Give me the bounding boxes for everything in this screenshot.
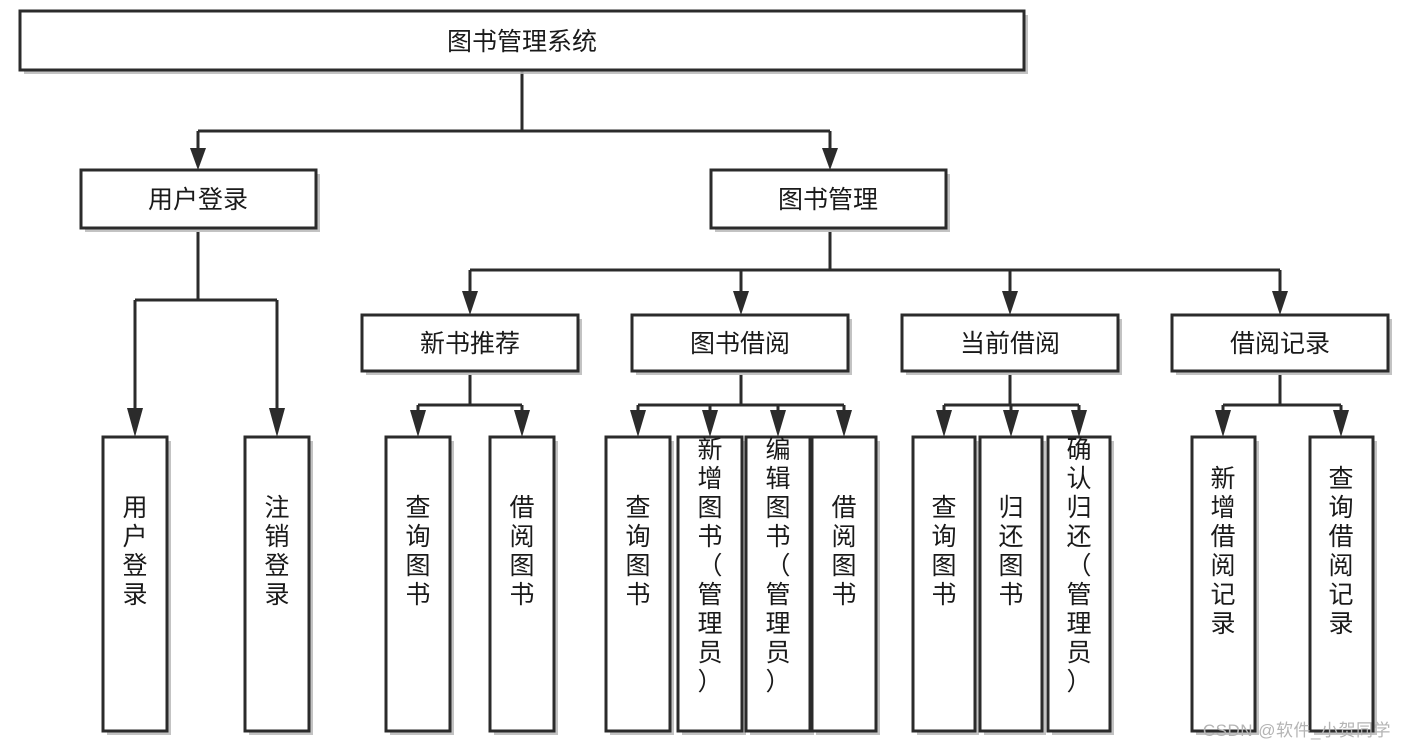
leaf-cur-query-box — [911, 435, 977, 733]
leaf-cur-query-label: 查询图书 — [931, 494, 956, 609]
new-book-rec-box — [360, 313, 580, 373]
borrow-record-label: 借阅记录 — [1230, 330, 1330, 358]
user-login-label: 用户登录 — [148, 186, 248, 214]
node-leaf-borrow-edit[interactable]: 编辑图书（管理员） — [744, 435, 814, 735]
leaf-cur-return-box — [978, 435, 1044, 733]
node-leaf-rec-add[interactable]: 新增借阅记录 — [1190, 435, 1259, 735]
leaf-rec-borrow-label: 借阅图书 — [509, 494, 534, 609]
leaf-rec-search-box — [1308, 435, 1375, 733]
leaf-borrow-query-box — [604, 435, 672, 733]
book-borrow-box — [630, 313, 850, 373]
node-borrow-record[interactable]: 借阅记录 — [1170, 313, 1392, 375]
user-login-box — [79, 168, 318, 230]
new-book-rec-label: 新书推荐 — [420, 330, 520, 358]
leaf-rec-query-label: 查询图书 — [405, 494, 430, 609]
root-label: 图书管理系统 — [447, 28, 597, 56]
current-borrow-label: 当前借阅 — [960, 330, 1060, 358]
arrow-to-borrow-record — [1272, 291, 1288, 315]
node-leaf-user-login[interactable]: 用户登录 — [101, 435, 171, 735]
leaf-rec-add-label: 新增借阅记录 — [1210, 465, 1235, 638]
leaf-borrow-edit-label: 编辑图书（管理员） — [765, 436, 790, 696]
arrow-to-book-manage — [822, 148, 838, 170]
arrow-leaf-rec-borrow — [514, 410, 530, 437]
arrow-leaf-cur-return — [1003, 410, 1019, 437]
node-leaf-cur-confirm[interactable]: 确认归还（管理员） — [1046, 435, 1114, 735]
leaf-borrow-query-label: 查询图书 — [625, 494, 650, 609]
node-current-borrow[interactable]: 当前借阅 — [900, 313, 1122, 375]
arrow-to-new-book-rec — [462, 291, 478, 315]
leaf-user-logout-box — [243, 435, 311, 733]
leaf-user-login-box — [101, 435, 169, 733]
node-leaf-user-logout[interactable]: 注销登录 — [243, 435, 313, 735]
arrow-leaf-cur-query — [936, 410, 952, 437]
leaf-rec-search-label: 查询借阅记录 — [1328, 465, 1353, 638]
leaf-borrow-lend-label: 借阅图书 — [831, 494, 856, 609]
leaf-user-login-label: 用户登录 — [122, 494, 147, 609]
arrow-leaf-cur-confirm — [1071, 410, 1087, 437]
arrow-to-book-borrow — [733, 291, 749, 315]
node-user-login[interactable]: 用户登录 — [79, 168, 320, 232]
node-leaf-cur-return[interactable]: 归还图书 — [978, 435, 1046, 735]
node-new-book-rec[interactable]: 新书推荐 — [360, 313, 582, 375]
node-book-manage[interactable]: 图书管理 — [709, 168, 950, 232]
book-manage-box — [709, 168, 948, 230]
leaf-rec-borrow-box — [488, 435, 556, 733]
node-leaf-borrow-lend[interactable]: 借阅图书 — [810, 435, 880, 735]
arrow-leaf-borrow-lend — [836, 410, 852, 437]
arrow-leaf-rec-search — [1333, 410, 1349, 437]
arrow-leaf-user-login — [127, 408, 143, 437]
borrow-record-box — [1170, 313, 1390, 373]
node-leaf-borrow-add[interactable]: 新增图书（管理员） — [676, 435, 746, 735]
leaf-user-logout-label: 注销登录 — [264, 494, 289, 609]
node-leaf-rec-query[interactable]: 查询图书 — [384, 435, 454, 735]
leaf-rec-query-box — [384, 435, 452, 733]
arrow-to-current-borrow — [1002, 291, 1018, 315]
leaf-borrow-lend-box — [810, 435, 878, 733]
book-borrow-label: 图书借阅 — [690, 330, 790, 358]
node-leaf-cur-query[interactable]: 查询图书 — [911, 435, 979, 735]
leaf-cur-confirm-label: 确认归还（管理员） — [1066, 436, 1091, 696]
current-borrow-box — [900, 313, 1120, 373]
node-book-borrow[interactable]: 图书借阅 — [630, 313, 852, 375]
csdn-watermark: CSDN @软件_小贺同学 — [1202, 721, 1391, 740]
arrow-to-user-login — [190, 148, 206, 170]
root-box — [18, 9, 1026, 72]
node-leaf-rec-search[interactable]: 查询借阅记录 — [1308, 435, 1377, 735]
arrow-leaf-borrow-edit — [770, 410, 786, 437]
leaf-cur-return-label: 归还图书 — [998, 494, 1023, 609]
leaf-borrow-add-label: 新增图书（管理员） — [697, 436, 722, 696]
arrow-leaf-user-logout — [269, 408, 285, 437]
node-leaf-rec-borrow[interactable]: 借阅图书 — [488, 435, 558, 735]
leaf-cur-confirm-box — [1046, 435, 1112, 733]
connector-group — [127, 70, 1349, 437]
book-manage-label: 图书管理 — [778, 186, 878, 214]
leaf-borrow-add-box — [676, 435, 744, 733]
arrow-leaf-borrow-add — [702, 410, 718, 437]
arrow-leaf-rec-query — [410, 410, 426, 437]
node-root[interactable]: 图书管理系统 — [18, 9, 1028, 74]
arrow-leaf-borrow-query — [630, 410, 646, 437]
arrow-leaf-rec-add — [1215, 410, 1231, 437]
leaf-borrow-edit-box — [744, 435, 812, 733]
leaf-rec-add-box — [1190, 435, 1257, 733]
node-leaf-borrow-query[interactable]: 查询图书 — [604, 435, 674, 735]
